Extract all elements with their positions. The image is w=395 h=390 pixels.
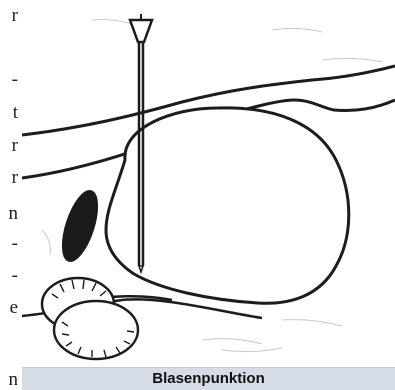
margin-char: - xyxy=(4,234,18,253)
margin-char: r xyxy=(4,168,18,187)
margin-char: - xyxy=(4,266,18,285)
margin-char: r xyxy=(4,136,18,155)
figure-panel: Blasenpunktion xyxy=(22,0,395,390)
margin-char: t xyxy=(4,103,18,122)
prostate xyxy=(42,278,138,359)
margin-char: n xyxy=(4,204,18,223)
pubic-bone xyxy=(55,186,104,265)
margin-char: n xyxy=(4,370,18,389)
bladder-puncture-illustration xyxy=(22,0,395,367)
margin-char: r xyxy=(4,6,18,25)
margin-char: e xyxy=(4,298,18,317)
figure-caption: Blasenpunktion xyxy=(22,367,395,390)
left-text-margin: r - t r r n - - e n xyxy=(0,0,22,390)
margin-char: - xyxy=(4,70,18,89)
